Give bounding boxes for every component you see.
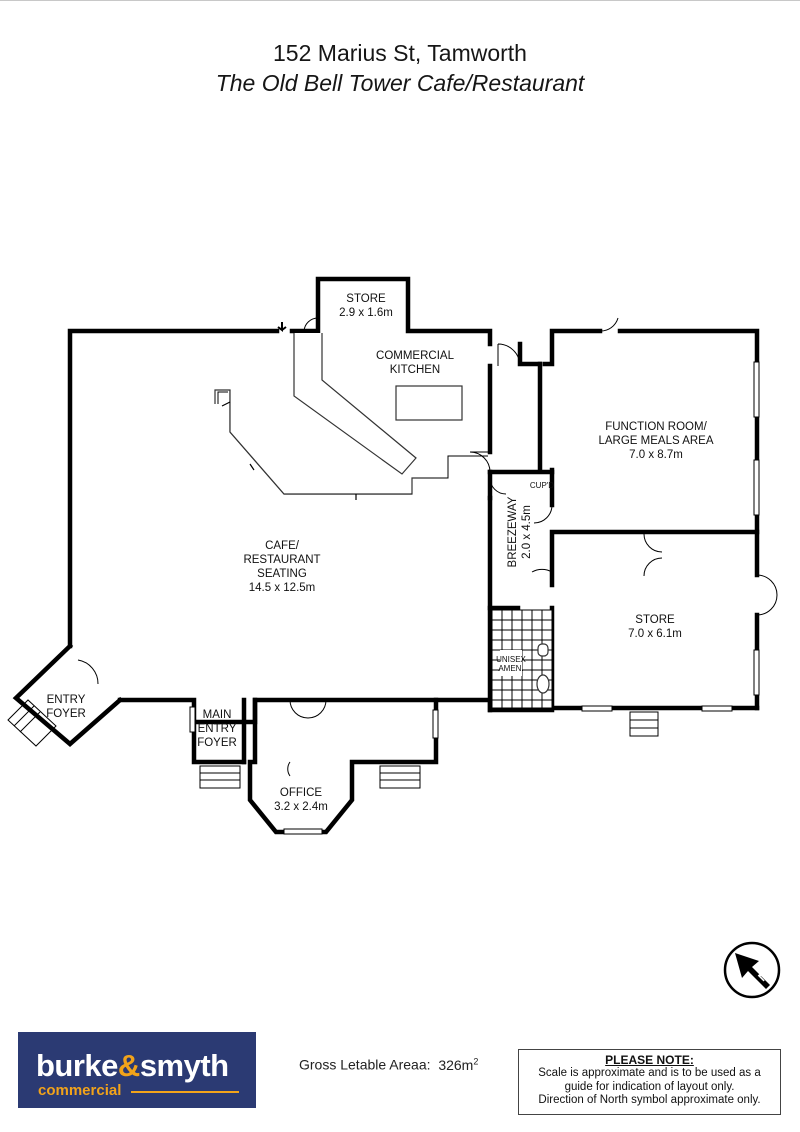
- label-main-entry-line3: FOYER: [197, 737, 237, 749]
- label-office-dims: 3.2 x 2.4m: [274, 801, 328, 813]
- window-store-bottom-right: [701, 705, 733, 712]
- label-store-large-dims: 7.0 x 6.1m: [628, 628, 682, 640]
- gross-area-unit: 2: [473, 1056, 479, 1066]
- steps-store: [629, 711, 659, 737]
- wall-main-entry: [191, 719, 247, 765]
- label-function-line2: LARGE MEALS AREA: [598, 435, 713, 447]
- gross-area-number: 326m: [438, 1056, 474, 1073]
- label-entry-foyer-line2: FOYER: [46, 708, 86, 720]
- label-amen-line1: UNISEX: [496, 655, 526, 664]
- label-amen-line2: AMEN.: [498, 664, 523, 673]
- brand-logo-text: burke&smyth: [36, 1048, 229, 1084]
- top-rule: [0, 0, 800, 1]
- label-cafe-line2: RESTAURANT: [243, 554, 320, 566]
- wall-function-store-divider: [549, 529, 760, 588]
- door-office: [287, 761, 291, 777]
- windows: [189, 361, 760, 835]
- label-function-line1: FUNCTION ROOM/: [605, 421, 707, 433]
- toilet: [536, 674, 550, 694]
- steps-main-entry: [199, 765, 241, 789]
- brand-part1: burke: [36, 1048, 118, 1083]
- window-cafe-bottom-right: [432, 709, 439, 739]
- door-cafe-main: [289, 699, 327, 719]
- gross-area-value: 326m2: [438, 1056, 479, 1073]
- basin: [537, 643, 549, 657]
- label-store-large-name: STORE: [635, 614, 675, 626]
- window-function-right-upper: [753, 361, 760, 418]
- kitchen-appliance: [395, 385, 463, 421]
- door-entry-foyer: [77, 659, 99, 685]
- label-cafe-dims: 14.5 x 12.5m: [249, 582, 315, 594]
- note-title: PLEASE NOTE:: [605, 1053, 694, 1067]
- label-breezeway-name: BREEZEWAY: [507, 496, 519, 567]
- brand-logo-underline: [131, 1091, 239, 1093]
- label-main-entry-line2: ENTRY: [198, 723, 237, 735]
- label-breezeway-dims: 2.0 x 4.5m: [521, 505, 533, 559]
- window-store-right: [753, 649, 760, 696]
- header-address: 152 Marius St, Tamworth: [273, 40, 527, 66]
- wall-corridor-top: [517, 341, 543, 367]
- window-function-right-lower: [753, 459, 760, 516]
- label-kitchen-line1: COMMERCIAL: [376, 350, 455, 362]
- note-box: PLEASE NOTE: Scale is approximate and is…: [518, 1049, 781, 1115]
- wall-function-top: [542, 328, 603, 367]
- wall-entry-foyer: [12, 642, 124, 747]
- note-line-1: Scale is approximate and is to be used a…: [538, 1067, 761, 1079]
- door-function-store: [643, 533, 663, 577]
- label-function-dims: 7.0 x 8.7m: [629, 449, 683, 461]
- door-breezeway: [489, 477, 507, 495]
- gross-area: Gross Letable Areaa: 326m2: [299, 1056, 478, 1073]
- label-cafe-line3: SEATING: [257, 568, 307, 580]
- amenities-tiles: [491, 609, 553, 709]
- gross-area-label: Gross Letable Areaa:: [299, 1056, 431, 1073]
- markers: [221, 322, 357, 500]
- brand-part2: smyth: [139, 1048, 229, 1083]
- steps: [7, 699, 659, 789]
- note-line-3: Direction of North symbol approximate on…: [538, 1094, 761, 1106]
- door-function-top: [599, 317, 619, 332]
- north-compass: N: [723, 941, 781, 999]
- bench-kitchen-island: [293, 333, 417, 475]
- door-kitchen-corridor: [497, 343, 521, 367]
- north-arrow-icon: [735, 953, 770, 989]
- window-office-bottom: [283, 828, 323, 835]
- label-entry-foyer-line1: ENTRY: [47, 694, 86, 706]
- steps-office-side: [379, 765, 421, 789]
- window-main-entry: [189, 706, 196, 733]
- label-kitchen-line2: KITCHEN: [390, 364, 440, 376]
- label-store-small-dims: 2.9 x 1.6m: [339, 307, 393, 319]
- header-property-name: The Old Bell Tower Cafe/Restaurant: [215, 70, 585, 96]
- door-store-right: [756, 574, 778, 616]
- door-cupboard: [533, 504, 553, 524]
- note-line-2: guide for indication of layout only.: [564, 1080, 735, 1093]
- door-store: [303, 317, 319, 332]
- kitchen-benches: [214, 333, 488, 495]
- brand-amp: &: [117, 1048, 140, 1083]
- brand-logo: burke&smyth commercial: [18, 1032, 256, 1108]
- wall-kitchen-top: [289, 276, 493, 347]
- wall-cafe-top: [67, 328, 280, 649]
- window-store-bottom-left: [581, 705, 613, 712]
- door-kitchen-breezeway: [469, 451, 491, 473]
- label-main-entry-line1: MAIN: [203, 709, 232, 721]
- label-office-name: OFFICE: [280, 787, 322, 799]
- doors: [77, 317, 778, 777]
- brand-logo-sub: commercial: [38, 1082, 122, 1099]
- arrow-marker-top: [277, 322, 287, 332]
- label-cafe-line1: CAFE/: [265, 540, 300, 552]
- label-cupboard: CUP'D: [530, 481, 554, 490]
- door-breezeway-store: [531, 568, 553, 573]
- steps-entry-foyer: [7, 699, 57, 747]
- label-store-small-name: STORE: [346, 293, 386, 305]
